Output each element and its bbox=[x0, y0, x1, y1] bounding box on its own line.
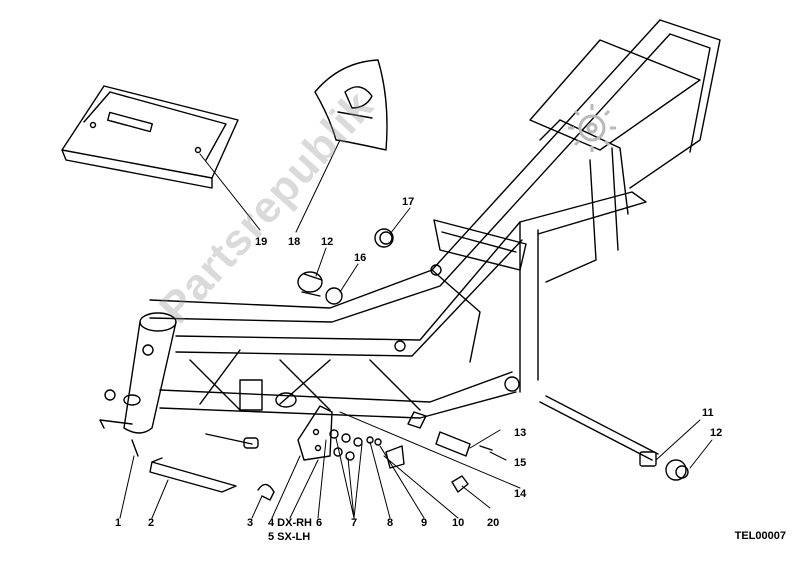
callout-3: 3 bbox=[247, 517, 254, 529]
callout-17: 17 bbox=[402, 196, 415, 208]
swingarm-pin-11 bbox=[539, 395, 689, 481]
tank-cover-sticker bbox=[314, 59, 388, 151]
callout-2: 2 bbox=[148, 517, 155, 529]
callout-1: 1 bbox=[115, 517, 122, 529]
callout-4: 4 DX-RH bbox=[268, 517, 313, 529]
callout-19: 19 bbox=[255, 236, 268, 248]
frame-tubes bbox=[149, 19, 721, 419]
callout-5: 5 SX-LH bbox=[268, 531, 311, 543]
reference-code: TEL00007 bbox=[734, 530, 786, 542]
side-plate bbox=[297, 405, 333, 461]
callout-16: 16 bbox=[354, 252, 367, 264]
leader-lines bbox=[119, 139, 713, 519]
seat-cover-pouch bbox=[61, 85, 239, 189]
callout-12-lower: 12 bbox=[710, 427, 723, 439]
cap-20 bbox=[385, 445, 469, 493]
callout-15: 15 bbox=[514, 457, 527, 469]
callout-11: 11 bbox=[702, 407, 714, 419]
callout-20: 20 bbox=[487, 517, 500, 529]
spacer-13 bbox=[407, 411, 493, 457]
callout-13: 13 bbox=[514, 427, 527, 439]
callout-10: 10 bbox=[452, 517, 465, 529]
steering-head bbox=[99, 312, 177, 457]
callout-6: 6 bbox=[316, 517, 323, 529]
bushings bbox=[297, 228, 394, 305]
gear-icon bbox=[568, 104, 616, 152]
bracket-2 bbox=[149, 457, 237, 493]
callout-12-upper: 12 bbox=[321, 236, 334, 248]
callout-8: 8 bbox=[387, 517, 394, 529]
callout-9: 9 bbox=[421, 517, 428, 529]
bolt-3 bbox=[205, 433, 259, 449]
callout-18: 18 bbox=[288, 236, 301, 248]
callout-14: 14 bbox=[514, 488, 527, 500]
clip-3 bbox=[257, 483, 275, 501]
callout-7: 7 bbox=[351, 517, 358, 529]
